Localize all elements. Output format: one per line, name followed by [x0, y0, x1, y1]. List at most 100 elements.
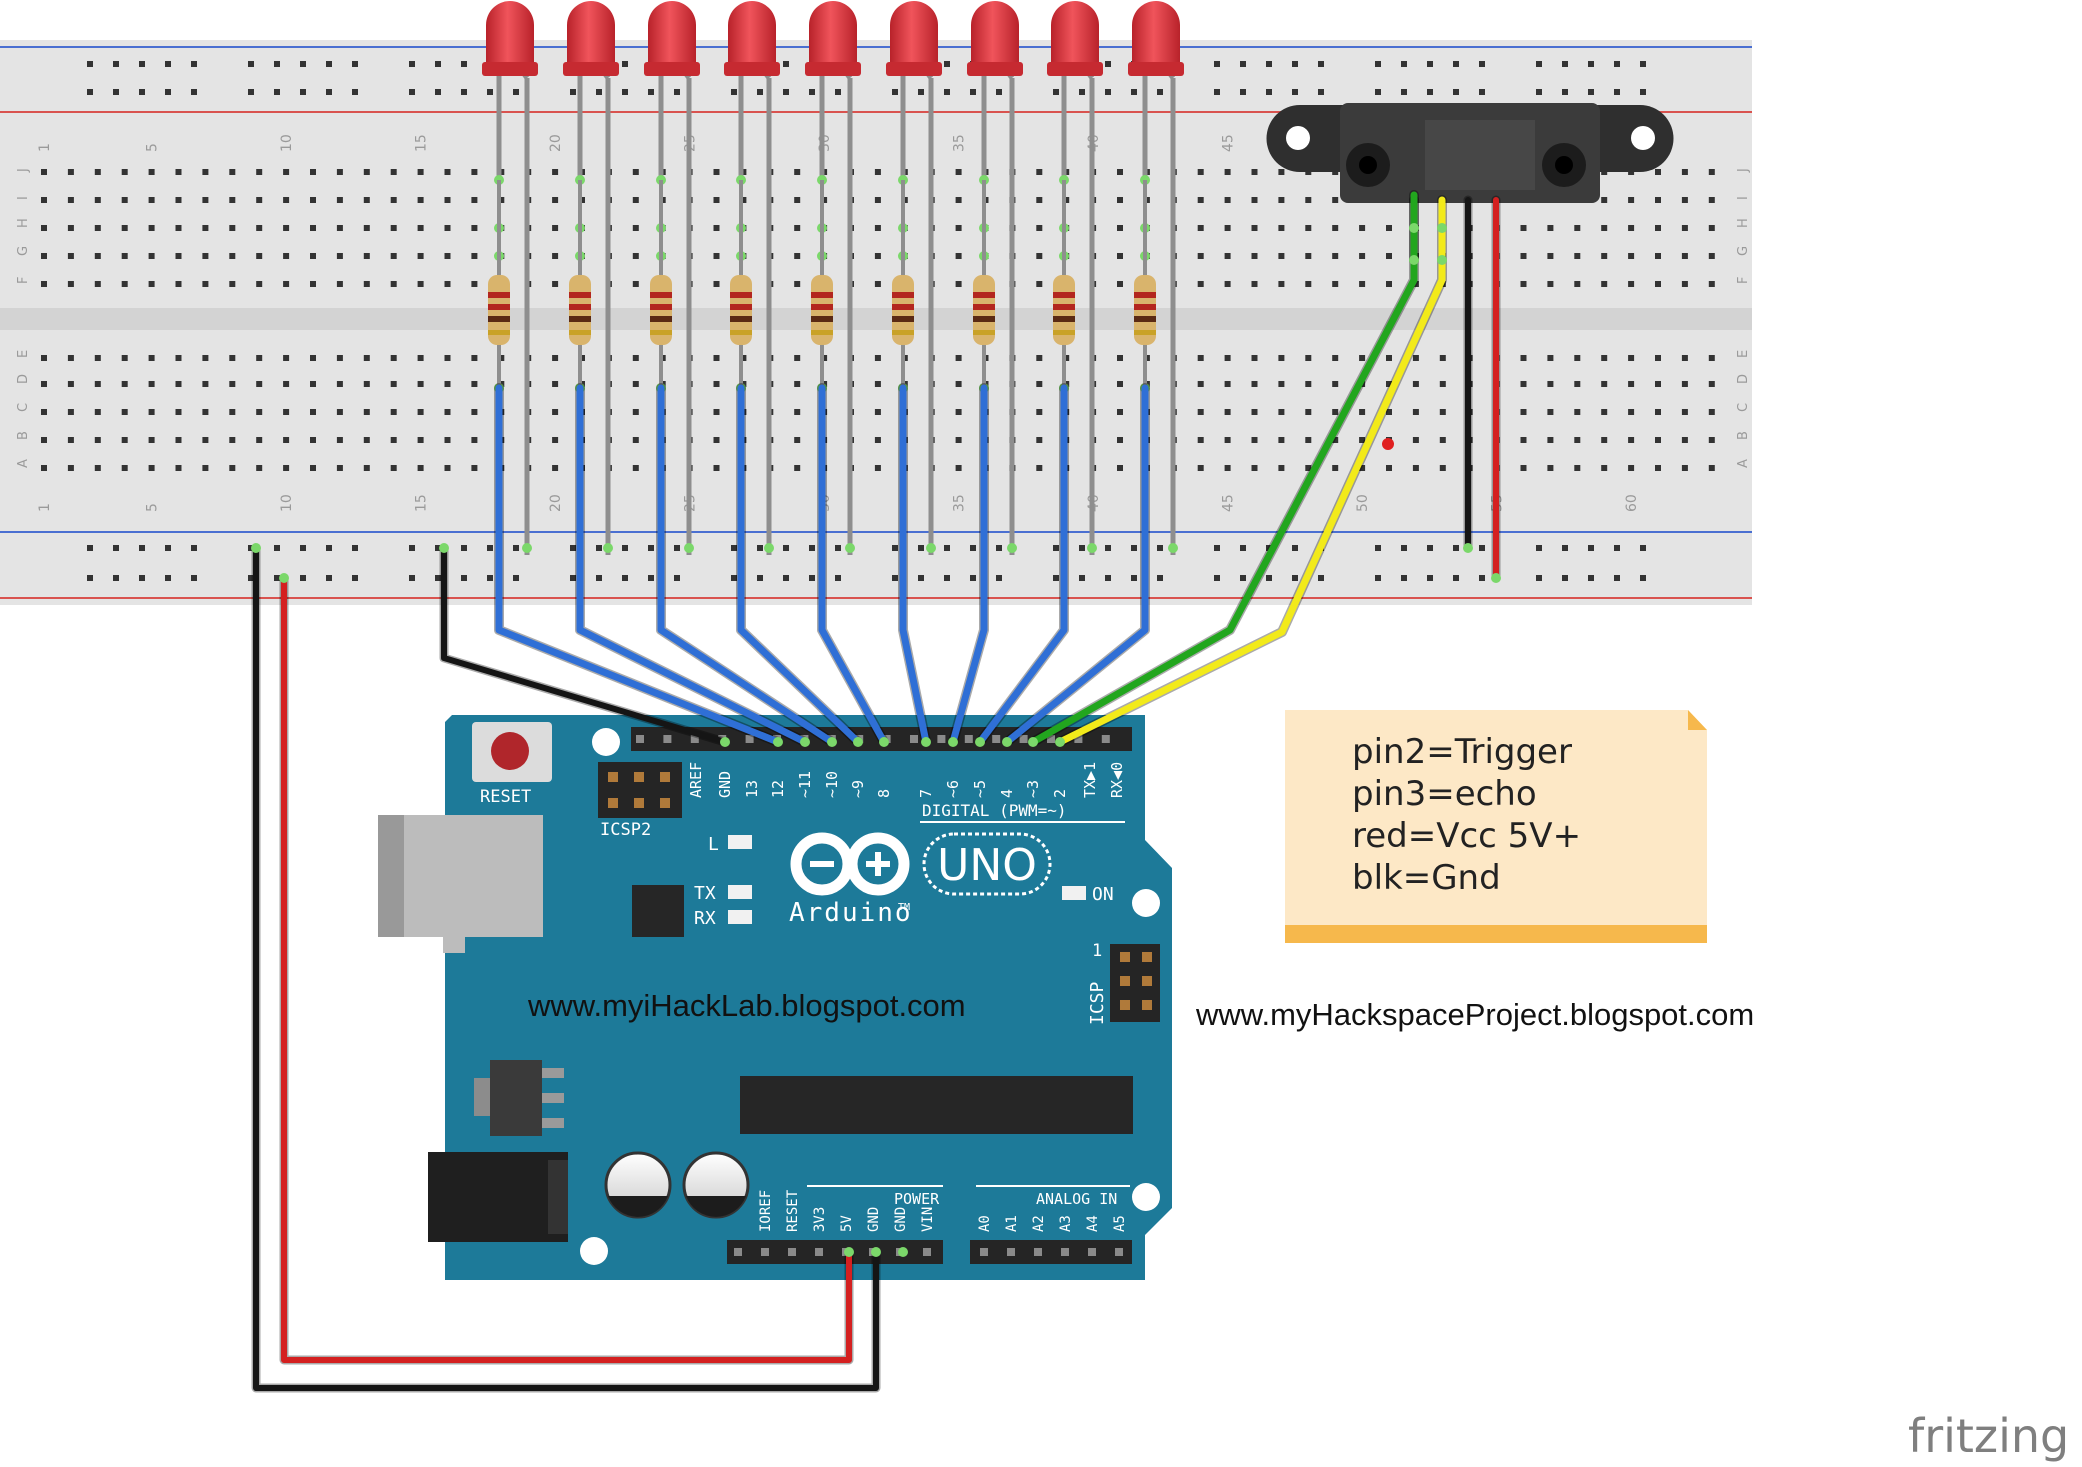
breadboard-hole — [794, 437, 801, 443]
pin-highlight — [853, 737, 863, 747]
breadboard-hole — [175, 465, 182, 471]
rail-hole — [1131, 89, 1137, 95]
rail-hole — [409, 545, 415, 551]
digital-pin-label: 7 — [917, 789, 935, 798]
connection-highlight — [1087, 543, 1097, 553]
icsp2-pin — [634, 772, 644, 782]
resistor-band — [569, 304, 591, 310]
breadboard-hole — [1601, 437, 1608, 443]
usb-connector — [378, 815, 543, 937]
breadboard-hole — [1036, 281, 1043, 287]
blue-wire — [657, 384, 836, 746]
breadboard-hole — [1197, 169, 1204, 175]
rail-hole — [944, 575, 950, 581]
led — [728, 1, 776, 68]
breadboard-hole — [148, 409, 155, 415]
digital-pin-label: AREF — [687, 762, 705, 798]
rail-hole — [1266, 89, 1272, 95]
breadboard-hole — [1439, 355, 1446, 361]
breadboard-hole — [1520, 225, 1527, 231]
breadboard-hole — [444, 253, 451, 259]
resistor-band — [811, 292, 833, 298]
rail-hole — [757, 575, 763, 581]
power-pin-label: GND — [893, 1207, 909, 1232]
breadboard-hole — [1197, 197, 1204, 203]
connection-highlight — [926, 543, 936, 553]
rail-hole — [1614, 545, 1620, 551]
resistor-band — [892, 292, 914, 298]
rail-hole — [1401, 575, 1407, 581]
breadboard-hole — [1117, 225, 1123, 231]
rail-hole — [1214, 61, 1220, 67]
breadboard-hole — [67, 253, 74, 259]
rail-hole — [1079, 545, 1085, 551]
breadboard-hole — [955, 409, 962, 415]
capacitor-band — [686, 1196, 746, 1217]
resistor-band — [488, 292, 510, 298]
black-wire-power-gnd — [253, 545, 879, 1391]
breadboard-hole — [955, 437, 962, 443]
rail-hole — [352, 61, 358, 67]
row-letter-left: J — [16, 168, 31, 173]
breadboard-hole — [1305, 281, 1312, 287]
rail-hole — [892, 575, 898, 581]
breadboard-hole — [471, 197, 478, 203]
breadboard-hole — [1197, 409, 1204, 415]
breadboard-hole — [713, 281, 720, 287]
rail-hole — [944, 545, 950, 551]
row-letter-left: C — [16, 403, 31, 412]
led — [890, 1, 938, 68]
breadboard-hole — [283, 465, 290, 471]
rail-hole — [809, 545, 815, 551]
breadboard-hole — [417, 465, 424, 471]
breadboard-hole — [1655, 355, 1661, 361]
breadboard-hole — [1036, 225, 1043, 231]
breadboard-hole — [121, 409, 128, 415]
row-letter-left: A — [16, 459, 31, 468]
breadboard-hole — [310, 381, 316, 387]
rail-hole — [1266, 545, 1272, 551]
header-pin — [788, 1248, 796, 1256]
led-rim — [886, 62, 942, 76]
pin-highlight — [898, 1247, 908, 1257]
breadboard-hole — [94, 409, 101, 415]
breadboard-hole — [632, 225, 639, 231]
rail-highlight — [1409, 223, 1419, 233]
breadboard-hole — [1520, 465, 1527, 471]
breadboard-hole — [363, 225, 370, 231]
blue-wire — [576, 384, 809, 746]
rail-hole — [435, 575, 441, 581]
rail-hole — [1536, 545, 1542, 551]
breadboard-hole — [336, 465, 343, 471]
breadboard-hole — [41, 253, 47, 259]
breadboard-hole — [1224, 409, 1231, 415]
blue-wire — [949, 384, 988, 746]
icsp2-header — [598, 762, 682, 818]
breadboard-hole — [1628, 409, 1635, 415]
digital-pin-label: ~3 — [1024, 780, 1042, 798]
breadboard-hole — [175, 225, 182, 231]
connection-highlight — [1168, 543, 1178, 553]
reset-button-cap[interactable] — [491, 732, 529, 770]
breadboard-hole — [1197, 465, 1204, 471]
breadboard-hole — [552, 355, 559, 361]
header-pin — [815, 1248, 823, 1256]
rail-hole — [352, 89, 358, 95]
breadboard-hole — [1036, 253, 1043, 259]
breadboard-hole — [67, 437, 74, 443]
rail-hole — [326, 545, 332, 551]
breadboard-hole — [1332, 465, 1339, 471]
digital-pin-label: GND — [716, 771, 734, 798]
breadboard-hole — [41, 381, 47, 387]
icsp-pin — [1120, 976, 1130, 986]
rail-hole — [1640, 575, 1646, 581]
breadboard-hole — [552, 437, 559, 443]
blue-wire — [899, 384, 930, 746]
breadboard-hole — [148, 225, 155, 231]
breadboard-hole — [874, 409, 881, 415]
breadboard-hole — [1520, 437, 1527, 443]
uno-badge — [922, 832, 1052, 896]
rail-hole — [731, 575, 737, 581]
led-rim — [967, 62, 1023, 76]
breadboard-hole — [1332, 253, 1339, 259]
